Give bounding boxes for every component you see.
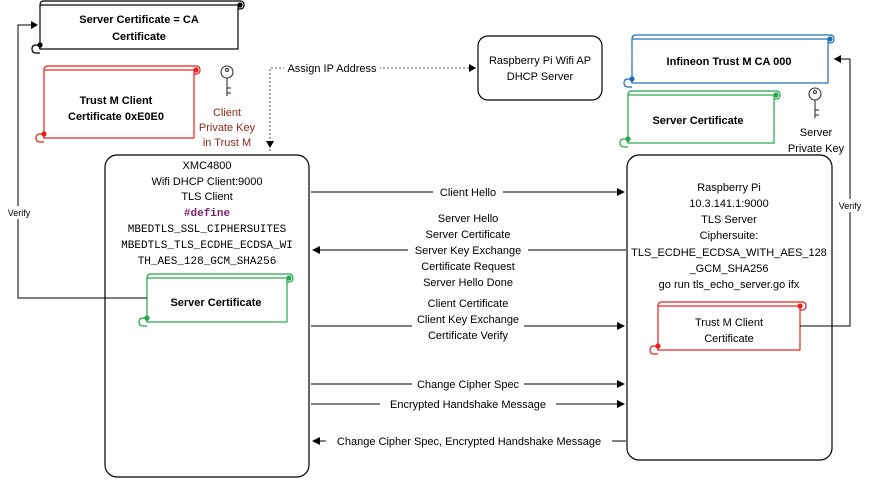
server-cert-right-scroll [619,90,781,148]
client-hello-label: Client Hello [440,187,496,199]
server-cert-ca-scroll [31,0,245,54]
assign-ip-connector [269,67,476,151]
server-line4: Ciphersuite: [700,230,759,242]
client-line1: XMC4800 [183,160,232,172]
client-key-label-2: Private Key [199,122,256,134]
client-key-label-1: Client [213,107,241,119]
assign-ip-arrowhead-right [469,64,476,72]
server-line6: _GCM_SHA256 [689,263,769,275]
server-line2: 10.3.141.1:9000 [689,198,769,210]
infineon-ca-label: Infineon Trust M CA 000 [667,56,792,68]
verify-right-label: Verify [839,201,862,211]
client-define-keyword: #define [184,208,231,220]
trust-m-client-cert-left-scroll [35,65,201,143]
change-cipher-spec-label: Change Cipher Spec [417,379,520,391]
server-key-label-1: Server [800,127,833,139]
server-cert-ca-line1: Server Certificate = CA [79,14,199,26]
trust-m-client-cert-right-scroll [649,301,807,355]
server-cert-right-label: Server Certificate [652,115,743,127]
server-final-label: Change Cipher Spec, Encrypted Handshake … [337,436,601,448]
wifi-ap-line2: DHCP Server [507,71,574,83]
wifi-ap-line1: Raspberry Pi Wifi AP [489,55,591,67]
client-line3: TLS Client [181,191,232,203]
server-hello-done-label: Server Hello Done [423,277,513,289]
server-key-exchange-label: Server Key Exchange [415,245,521,257]
server-line5: TLS_ECDHE_ECDSA_WITH_AES_128 [631,247,827,259]
client-key-label-3: in Trust M [203,137,251,149]
assign-ip-arrowhead-down [266,141,274,148]
client-code-line2: MBEDTLS_TLS_ECDHE_ECDSA_WI [121,240,293,252]
client-code-line3: TH_AES_128_GCM_SHA256 [138,256,277,268]
verify-right-connector [800,58,851,327]
server-certificate-msg-label: Server Certificate [426,229,511,241]
verify-right-arrowhead [834,55,841,63]
verify-left-connector [17,24,147,299]
assign-ip-label: Assign IP Address [287,63,377,75]
trust-m-client-cert-left-line2: Certificate 0xE0E0 [68,111,164,123]
trust-m-client-cert-left-line1: Trust M Client [80,95,153,107]
wifi-ap-box [477,35,603,101]
client-line2: Wifi DHCP Client:9000 [151,176,262,188]
server-cert-ca-line2: Certificate [112,31,166,43]
trust-m-client-cert-right-line2: Certificate [704,333,754,345]
verify-left-arrowhead [31,21,38,29]
server-line7: go run tls_echo_server.go ifx [659,279,800,291]
verify-left-label: Verify [8,208,31,218]
client-code-line1: MBEDTLS_SSL_CIPHERSUITES [128,224,287,236]
server-hello-label: Server Hello [438,213,499,225]
infineon-ca-scroll [623,34,835,88]
server-line3: TLS Server [701,214,757,226]
certificate-request-label: Certificate Request [421,261,515,273]
server-cert-in-client-label: Server Certificate [170,297,261,309]
client-key-exchange-label: Client Key Exchange [417,314,519,326]
server-cert-in-client-scroll [138,273,294,327]
key-icon [808,87,822,118]
certificate-verify-label: Certificate Verify [428,330,509,342]
client-certificate-msg-label: Client Certificate [428,298,509,310]
trust-m-client-cert-right-line1: Trust M Client [695,317,763,329]
key-icon [220,65,234,96]
encrypted-handshake-label: Encrypted Handshake Message [390,399,546,411]
server-line1: Raspberry Pi [697,182,761,194]
server-key-label-2: Private Key [788,143,845,155]
